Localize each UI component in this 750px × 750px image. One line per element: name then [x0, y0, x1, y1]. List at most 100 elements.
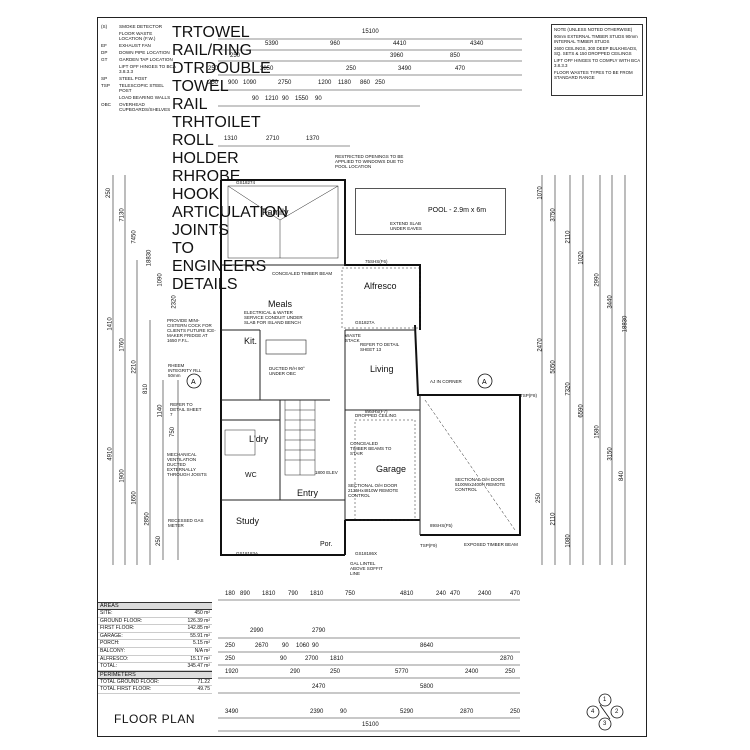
- beam-label: 89SHS(F5): [430, 523, 453, 528]
- dim-vertical: 750: [170, 427, 177, 438]
- dim-top: 2710: [266, 136, 280, 142]
- dim-bottom: 1810: [262, 591, 276, 597]
- dim-bottom: 2990: [250, 628, 264, 634]
- dim-vertical: 1140: [157, 404, 164, 418]
- legend-row: RHROBE HOOK: [172, 168, 242, 204]
- legend-row: EF EXHAUST FAN: [101, 43, 176, 48]
- dim-bottom: 2700: [305, 656, 319, 662]
- legend-symbol: TRH: [172, 114, 205, 131]
- dim-top: 1200: [318, 80, 332, 86]
- dim-vertical: 7450: [131, 229, 138, 244]
- legend-symbol: EF: [101, 43, 107, 48]
- dim-bottom: 2400: [478, 591, 492, 597]
- dim-bottom: 750: [345, 591, 356, 597]
- dim-bottom: 2870: [500, 656, 514, 662]
- dim-overall-bottom: 15100: [362, 722, 379, 728]
- dim-bottom: 2670: [255, 643, 269, 649]
- area-row: FIRST FLOOR:142.85 m²: [98, 625, 212, 633]
- note-restricted-openings: RESTRICTED OPENINGS TO BE APPLIED TO WIN…: [335, 154, 404, 169]
- dim-bottom: 470: [450, 591, 461, 597]
- dim-top: 1180: [338, 80, 351, 86]
- dim-vertical: 6590: [578, 403, 585, 418]
- note-line: 90mm EXTERNAL TIMBER STUDS 90mm INTERNAL…: [554, 34, 638, 44]
- drawing-title: FLOOR PLAN: [114, 712, 196, 726]
- pool-outline: POOL - 2.9m x 6m: [355, 188, 506, 235]
- dim-top: 2750: [278, 80, 292, 86]
- legend-row: LOAD BEARING WALLS: [101, 95, 176, 100]
- dim-vertical: 250: [156, 536, 163, 547]
- dim-top: 1550: [295, 96, 309, 102]
- dim-top: 250: [208, 66, 219, 72]
- area-label: SITE:: [100, 610, 113, 616]
- dim-bottom: 5800: [420, 684, 434, 690]
- note-timber-beams: CONCEALED TIMBER BEAMS TO STAIR: [350, 441, 392, 456]
- dim-vertical: 1760: [119, 338, 126, 353]
- area-label: FIRST FLOOR:: [100, 625, 135, 632]
- dim-top: 4340: [470, 41, 484, 47]
- note-ducted: DUCTED R/H 90° UNDER OBC: [269, 366, 305, 376]
- beam-label: 75SHS(F6): [365, 259, 388, 264]
- legend-symbol: DTR: [172, 60, 205, 77]
- dim-top: 90: [315, 96, 322, 102]
- legend-label: STEEL POST: [119, 76, 148, 81]
- room-entry: Entry: [297, 488, 319, 498]
- compass-3: 3: [603, 721, 607, 727]
- areas-header: AREAS: [98, 602, 212, 610]
- dim-bottom: 250: [505, 669, 516, 675]
- room-porch: Por.: [320, 541, 333, 548]
- dim-vertical: 2210: [131, 360, 138, 374]
- legend-label: EXHAUST FAN: [119, 43, 151, 48]
- dim-top: 3850: [260, 66, 274, 72]
- area-label: ALFRESCO:: [100, 655, 129, 662]
- dim-bottom: 90: [340, 709, 347, 715]
- area-row: SITE:450 m²: [98, 610, 212, 618]
- note-garage-door2: SECTIONAL O/H DOOR 2135Hx4810W REMOTE CO…: [348, 483, 399, 498]
- room-meals: Meals: [268, 299, 293, 309]
- note-rheem: RHEEM INTEGRITY RLL 50mm: [168, 363, 202, 378]
- dim-top: 250: [208, 80, 219, 86]
- note-garage-door: SECTIONAL O/H DOOR 5100Wx2400H REMOTE CO…: [455, 477, 506, 492]
- perimeter-label: TOTAL FIRST FLOOR:: [100, 686, 152, 693]
- dim-vertical: 18830: [622, 315, 629, 332]
- beam-label: GS18186X: [355, 551, 378, 556]
- dim-top: 960: [330, 41, 341, 47]
- dim-vertical: 840: [619, 470, 626, 481]
- dim-vertical: 3440: [607, 295, 614, 309]
- general-notes: NOTE (UNLESS NOTED OTHERWISE)90mm EXTERN…: [551, 24, 643, 96]
- dim-top: 850: [450, 53, 461, 59]
- beam-label: GS18274: [236, 180, 256, 185]
- dim-vertical: 250: [106, 187, 113, 199]
- area-row: TOTAL:345.47 m²: [98, 663, 212, 671]
- legend-label: GARDEN TAP LOCATION: [119, 57, 173, 62]
- area-label: GROUND FLOOR:: [100, 617, 143, 624]
- perimeter-row: TOTAL FIRST FLOOR:49.75: [98, 686, 212, 694]
- area-row: ALFRESCO:15.17 m²: [98, 656, 212, 664]
- dim-vertical: 2320: [171, 295, 178, 309]
- legend-label: ARTICULATION JOINTS TO ENGINEERS DETAILS: [172, 204, 288, 293]
- legend-symbol: (S): [101, 24, 108, 29]
- legend-symbol: RH: [172, 168, 196, 185]
- note-dropped-ceiling: DROPPED CEILING: [355, 413, 397, 418]
- perimeters-header: PERIMETERS: [98, 670, 212, 679]
- room-study: Study: [236, 516, 260, 526]
- dim-bottom: 2790: [312, 628, 326, 634]
- area-value: 5.15 m²: [193, 640, 210, 647]
- dim-bottom: 240: [436, 591, 447, 597]
- beam-label: GS1827A: [355, 320, 375, 325]
- dim-top: 3960: [390, 53, 404, 59]
- dim-top: 250: [230, 53, 241, 59]
- dim-top: 90: [252, 96, 259, 102]
- dim-bottom: 2870: [460, 709, 474, 715]
- dim-vertical: 1070: [537, 186, 544, 200]
- legend-row: DTRDOUBLE TOWEL RAIL: [172, 60, 271, 114]
- pool-label: POOL - 2.9m x 6m: [428, 207, 487, 214]
- beam-label: TSP(F9): [420, 543, 438, 548]
- dim-top: 250: [375, 80, 386, 86]
- area-value: N/A m²: [194, 647, 210, 654]
- section-marker-right: A: [482, 379, 487, 386]
- room-wc: WC: [245, 472, 257, 479]
